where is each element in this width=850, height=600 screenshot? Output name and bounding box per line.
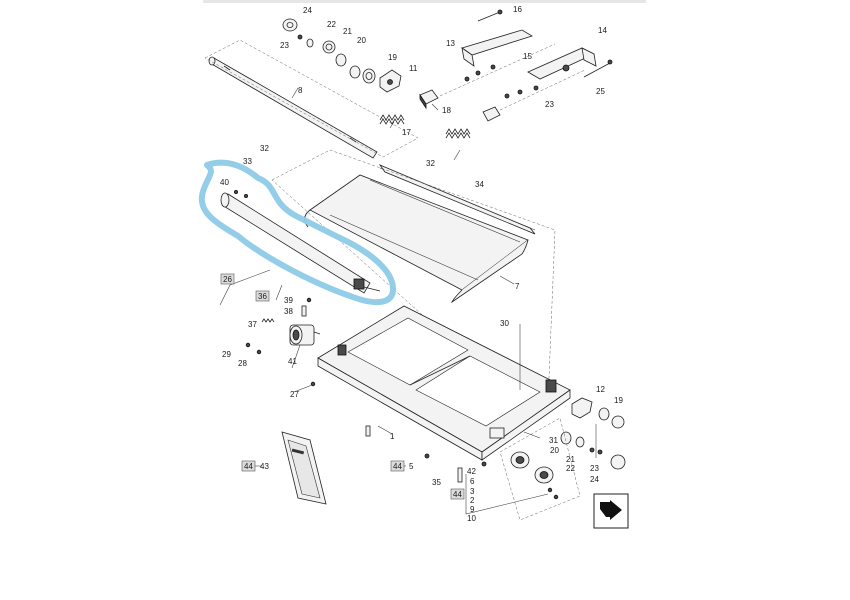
screws-left[interactable] [245, 297, 316, 387]
callout-23-c: 23 [590, 464, 599, 473]
callout-19-b: 19 [614, 396, 623, 405]
callout-labels: 24 23 22 21 20 19 11 8 17 18 16 13 15 14… [220, 5, 623, 523]
callout-3: 3 [470, 487, 475, 496]
boxed-label-26 [220, 273, 235, 285]
callout-22-b: 22 [566, 464, 575, 473]
callout-24: 24 [303, 6, 312, 15]
wheel-hub-parts[interactable] [365, 425, 559, 500]
callout-16: 16 [513, 5, 522, 14]
block-right[interactable] [482, 106, 501, 122]
roller-8-dash-box [204, 39, 419, 158]
spring-17[interactable] [379, 114, 405, 125]
callout-32: 32 [260, 144, 269, 153]
leader-lines [250, 87, 597, 515]
callout-36: 36 [258, 292, 267, 301]
callout-24-b: 24 [590, 475, 599, 484]
callout-32-b: 32 [426, 159, 435, 168]
callout-40: 40 [220, 178, 229, 187]
callout-1: 1 [390, 432, 395, 441]
callout-10: 10 [467, 514, 476, 523]
callout-30: 30 [500, 319, 509, 328]
callout-23: 23 [280, 41, 289, 50]
leader-26 [219, 269, 271, 306]
boxed-label-36 [255, 290, 270, 302]
callout-23-b: 23 [545, 100, 554, 109]
callout-20-b: 20 [550, 446, 559, 455]
callout-29: 29 [222, 350, 231, 359]
callout-43: 43 [260, 462, 269, 471]
callout-44-a: 44 [244, 462, 253, 471]
boxed-label-44-a [241, 460, 256, 472]
guard-plate-7[interactable] [304, 164, 536, 304]
callout-2: 2 [470, 496, 475, 505]
callout-21-b: 21 [566, 455, 575, 464]
leader-36 [275, 284, 283, 301]
callout-39: 39 [284, 296, 293, 305]
callout-38: 38 [284, 307, 293, 316]
callout-6: 6 [470, 477, 475, 486]
callout-22: 22 [327, 20, 336, 29]
pin-25[interactable] [583, 59, 613, 78]
callout-19: 19 [388, 53, 397, 62]
roller-shaft-8[interactable] [208, 56, 378, 159]
callout-44-b: 44 [393, 462, 402, 471]
callout-14: 14 [598, 26, 607, 35]
spring-37[interactable] [261, 318, 275, 323]
bracket-13[interactable] [461, 29, 533, 67]
callout-7: 7 [515, 282, 520, 291]
callout-18: 18 [442, 106, 451, 115]
callout-26: 26 [223, 275, 232, 284]
callout-21: 21 [343, 27, 352, 36]
callout-34: 34 [475, 180, 484, 189]
callout-42: 42 [467, 467, 476, 476]
callout-27: 27 [290, 390, 299, 399]
callout-31: 31 [549, 436, 558, 445]
roller-assembly-40[interactable] [220, 189, 381, 294]
callout-15: 15 [523, 52, 532, 61]
callout-35: 35 [432, 478, 441, 487]
callout-17: 17 [402, 128, 411, 137]
block-18[interactable] [419, 89, 439, 110]
callout-20: 20 [357, 36, 366, 45]
pin-16[interactable] [477, 9, 503, 22]
frame-1[interactable] [317, 305, 571, 461]
bracket-14[interactable] [527, 47, 597, 80]
callout-28: 28 [238, 359, 247, 368]
highlight-outline [198, 159, 396, 306]
shaft-parts-center[interactable] [439, 43, 586, 111]
manual-book-43[interactable] [281, 431, 327, 505]
callout-33: 33 [243, 157, 252, 166]
orientation-arrow-icon [593, 493, 629, 529]
callout-5: 5 [409, 462, 414, 471]
callout-11: 11 [409, 64, 418, 73]
drive-unit-41[interactable] [289, 324, 321, 346]
boxed-label-44-c [450, 488, 465, 500]
callout-9: 9 [470, 505, 475, 514]
spring-right[interactable] [445, 128, 471, 139]
hub-dash-outline [499, 417, 581, 521]
callout-41: 41 [288, 357, 297, 366]
callout-44-c: 44 [453, 490, 462, 499]
callout-8: 8 [298, 86, 303, 95]
bearing-parts-right[interactable] [560, 397, 626, 470]
callout-12: 12 [596, 385, 605, 394]
top-edge-strip [203, 0, 646, 3]
callout-13: 13 [446, 39, 455, 48]
bearing-parts-top-left[interactable] [282, 18, 402, 93]
callout-25: 25 [596, 87, 605, 96]
callout-37: 37 [248, 320, 257, 329]
boxed-label-44-b [390, 460, 405, 472]
